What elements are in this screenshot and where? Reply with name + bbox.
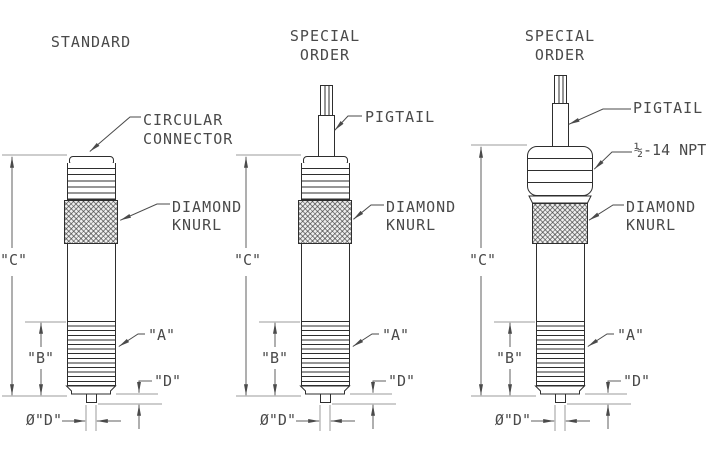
dimension-set-npt bbox=[471, 276, 631, 431]
callout-diamond-knurl-line2: KNURL bbox=[386, 216, 437, 234]
knurl-leader-line-standard bbox=[119, 203, 170, 221]
probe-tip bbox=[319, 394, 331, 403]
callout-circular-connector-line2: CONNECTOR bbox=[143, 130, 234, 148]
connector-leader-line bbox=[89, 116, 141, 152]
figure-title: STANDARD bbox=[50, 33, 132, 51]
probe-body bbox=[300, 244, 350, 322]
bottom-shoulder-standard bbox=[65, 385, 117, 395]
callout-diamond-knurl-line2: KNURL bbox=[172, 216, 223, 234]
figure-title-line1: SPECIAL bbox=[289, 27, 361, 45]
dim-d-label: "D" bbox=[623, 372, 651, 390]
callout-npt-thread: ½-14 NPT bbox=[634, 141, 707, 159]
dim-b-label: "B" bbox=[496, 349, 524, 367]
diamond-knurl-section bbox=[64, 200, 118, 244]
callout-diamond-knurl-line1: DIAMOND bbox=[172, 198, 243, 216]
callout-diamond-knurl-line1: DIAMOND bbox=[626, 198, 697, 216]
pigtail-strands bbox=[553, 75, 567, 103]
bottom-shoulder-npt bbox=[534, 385, 586, 395]
npt-leader-line bbox=[593, 151, 632, 170]
figure-title-line2: ORDER bbox=[534, 46, 586, 64]
probe-tip bbox=[554, 394, 566, 403]
dim-a-label: "A" bbox=[382, 326, 410, 344]
probe-body bbox=[535, 244, 585, 322]
callout-diamond-knurl-line1: DIAMOND bbox=[386, 198, 457, 216]
diamond-knurl-section bbox=[532, 203, 588, 244]
pigtail-leader-line-npt bbox=[568, 108, 631, 125]
thread-section bbox=[66, 322, 116, 386]
dimension-set bbox=[2, 276, 162, 431]
thread-section bbox=[300, 322, 350, 386]
figure-title-line1: SPECIAL bbox=[524, 27, 596, 45]
pigtail-leader-line bbox=[334, 115, 362, 131]
pigtail-sheath bbox=[551, 103, 569, 146]
dim-c-label: "C" bbox=[0, 251, 28, 269]
dim-c-label: "C" bbox=[469, 251, 497, 269]
dim-a-label: "A" bbox=[148, 326, 176, 344]
npt-neck bbox=[528, 195, 592, 204]
dim-b-label: "B" bbox=[261, 349, 289, 367]
dim-b-label: "B" bbox=[27, 349, 55, 367]
dim-d-label: "D" bbox=[154, 372, 182, 390]
figure-title-line2: ORDER bbox=[299, 46, 351, 64]
connector-ribs bbox=[66, 163, 116, 200]
callout-diamond-knurl-line2: KNURL bbox=[626, 216, 677, 234]
npt-hex-cap bbox=[527, 146, 593, 196]
callout-pigtail: PIGTAIL bbox=[633, 99, 704, 117]
dimension-set-pigtail bbox=[236, 276, 396, 431]
pigtail-strands bbox=[319, 85, 333, 115]
dim-c-label: "C" bbox=[234, 251, 262, 269]
bottom-shoulder-pigtail bbox=[299, 385, 351, 395]
dim-tip-diameter-label: Ø"D" bbox=[25, 411, 62, 429]
probe-tip bbox=[85, 394, 97, 403]
d-dimension-bracket bbox=[137, 380, 152, 393]
dim-a-label: "A" bbox=[617, 326, 645, 344]
a-leader-line bbox=[118, 333, 145, 347]
dim-d-label: "D" bbox=[388, 372, 416, 390]
connector-ribs bbox=[300, 163, 350, 200]
knurl-leader-line-pigtail bbox=[353, 204, 384, 220]
dim-tip-diameter-label: Ø"D" bbox=[259, 411, 296, 429]
diamond-knurl-section bbox=[298, 200, 352, 244]
callout-pigtail: PIGTAIL bbox=[365, 108, 436, 126]
probe-body bbox=[66, 244, 116, 322]
callout-circular-connector-line1: CIRCULAR bbox=[143, 111, 224, 129]
dim-tip-diameter-label: Ø"D" bbox=[494, 411, 531, 429]
knurl-leader-line-npt bbox=[588, 204, 624, 221]
pigtail-sheath bbox=[317, 115, 335, 156]
